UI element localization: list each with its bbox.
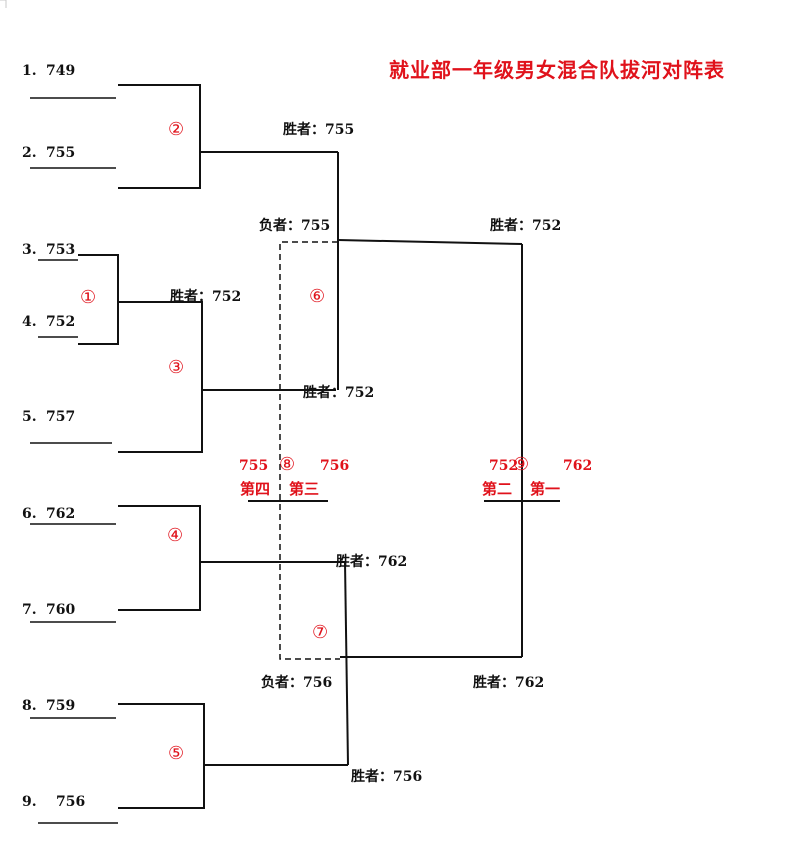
- match-5-winner-label: 胜者：756: [351, 769, 423, 785]
- team-3: 3. 753: [22, 243, 75, 257]
- match-3-bracket: [118, 301, 203, 453]
- match-7-winner-label: 胜者：762: [473, 675, 545, 691]
- team-seed: 1.: [22, 63, 37, 79]
- team-1: 1. 749: [22, 64, 75, 78]
- team-name: 749: [46, 63, 76, 79]
- match-2-winner-label: 胜者：755: [283, 122, 355, 138]
- match-7-number: ⑦: [312, 622, 329, 643]
- team-name: 753: [46, 242, 76, 258]
- team-seed: 2.: [22, 145, 37, 161]
- team-name: 762: [46, 506, 76, 522]
- team-4: 4. 752: [22, 315, 75, 329]
- match-4-number: ④: [167, 525, 184, 546]
- third-match-left-team: 755: [239, 458, 269, 474]
- match-2-bracket: [118, 84, 201, 189]
- page-title: 就业部一年级男女混合队拔河对阵表: [389, 58, 725, 82]
- team-name: 760: [46, 602, 76, 618]
- match-2-number: ②: [168, 119, 185, 140]
- team-name: 752: [46, 314, 76, 330]
- team-8: 8. 759: [22, 699, 75, 713]
- match-7-bracket: [344, 561, 349, 766]
- match-5-number: ⑤: [168, 743, 185, 764]
- team-seed: 3.: [22, 242, 37, 258]
- third-match-right-team: 756: [320, 458, 350, 474]
- match-1-bracket: [78, 254, 119, 345]
- team-5: 5. 757: [22, 410, 75, 424]
- match-6-advance-label: 胜者：752: [490, 218, 562, 234]
- team-6: 6. 762: [22, 507, 75, 521]
- match-1-number: ①: [80, 287, 97, 308]
- match-5-bracket: [118, 703, 205, 809]
- match-8-number: ⑧: [279, 454, 296, 475]
- final-left-team: 752: [489, 458, 519, 474]
- match-6-out: [337, 239, 523, 245]
- team-name: 759: [46, 698, 76, 714]
- first-place-label: 第一: [530, 480, 561, 498]
- bracket-connectors: [30, 84, 560, 824]
- second-place-label: 第二: [482, 480, 513, 498]
- match-4-winner-label: 胜者：762: [336, 554, 408, 570]
- match-6-loser-label: 负者：755: [259, 218, 331, 234]
- match-9-number: ⑨: [513, 454, 530, 475]
- team-seed: 5.: [22, 409, 37, 425]
- match-3-winner-label: 胜者：752: [170, 289, 242, 305]
- team-7: 7. 760: [22, 603, 75, 617]
- team-seed: 6.: [22, 506, 37, 522]
- fourth-place-label: 第四: [240, 480, 271, 498]
- team-seed: 9.: [22, 794, 37, 810]
- match-3-number: ③: [168, 357, 185, 378]
- team-seed: 7.: [22, 602, 37, 618]
- team-9: 9. 756: [22, 795, 85, 809]
- team-name: 756: [56, 794, 86, 810]
- team-seed: 4.: [22, 314, 37, 330]
- final-right-team: 762: [563, 458, 593, 474]
- match-4-bracket: [118, 505, 201, 611]
- team-seed: 8.: [22, 698, 37, 714]
- third-place-label: 第三: [289, 480, 320, 498]
- match-6-winner-label: 胜者：752: [303, 385, 375, 401]
- team-name: 757: [46, 409, 76, 425]
- match-7-loser-label: 负者：756: [261, 675, 333, 691]
- match-6-number: ⑥: [309, 286, 326, 307]
- team-name: 755: [46, 145, 76, 161]
- losers-bracket-dashed: [279, 241, 340, 660]
- team-2: 2. 755: [22, 146, 75, 160]
- page-corner-mark: [0, 0, 7, 8]
